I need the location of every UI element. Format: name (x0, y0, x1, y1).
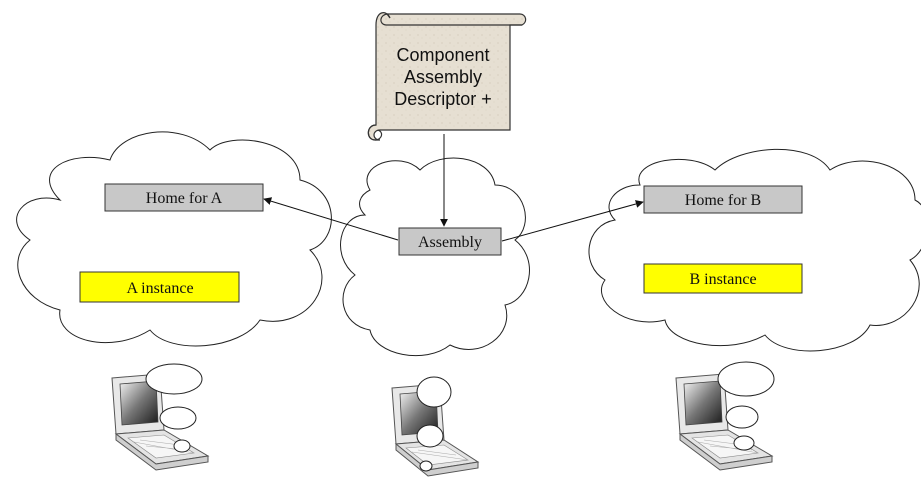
laptop-middle-icon (391, 376, 480, 477)
scroll-icon: Component Assembly Descriptor + (367, 12, 527, 141)
home-b-box: Home for B (643, 185, 803, 214)
assembly-to-home-a-arrow (263, 197, 399, 241)
home-a-label: Home for A (146, 190, 223, 207)
home-b-label: Home for B (685, 192, 761, 209)
cloud-middle-icon (340, 157, 530, 357)
instance-b-label: B instance (689, 271, 756, 288)
laptop-right-icon (675, 361, 775, 471)
cloud-left-icon (16, 131, 332, 347)
instance-a-label: A instance (126, 280, 193, 297)
assembly-label: Assembly (418, 234, 482, 251)
descriptor-line-2: Assembly (404, 67, 482, 87)
assembly-box: Assembly (398, 227, 502, 256)
instance-a-box: A instance (79, 271, 240, 303)
descriptor-line-1: Component (396, 45, 489, 65)
home-a-box: Home for A (104, 183, 264, 212)
descriptor-line-3: Descriptor + (394, 89, 492, 109)
cloud-right-icon (588, 148, 921, 352)
instance-b-box: B instance (643, 263, 803, 294)
assembly-to-home-b-arrow (501, 200, 644, 242)
laptop-left-icon (111, 363, 210, 471)
